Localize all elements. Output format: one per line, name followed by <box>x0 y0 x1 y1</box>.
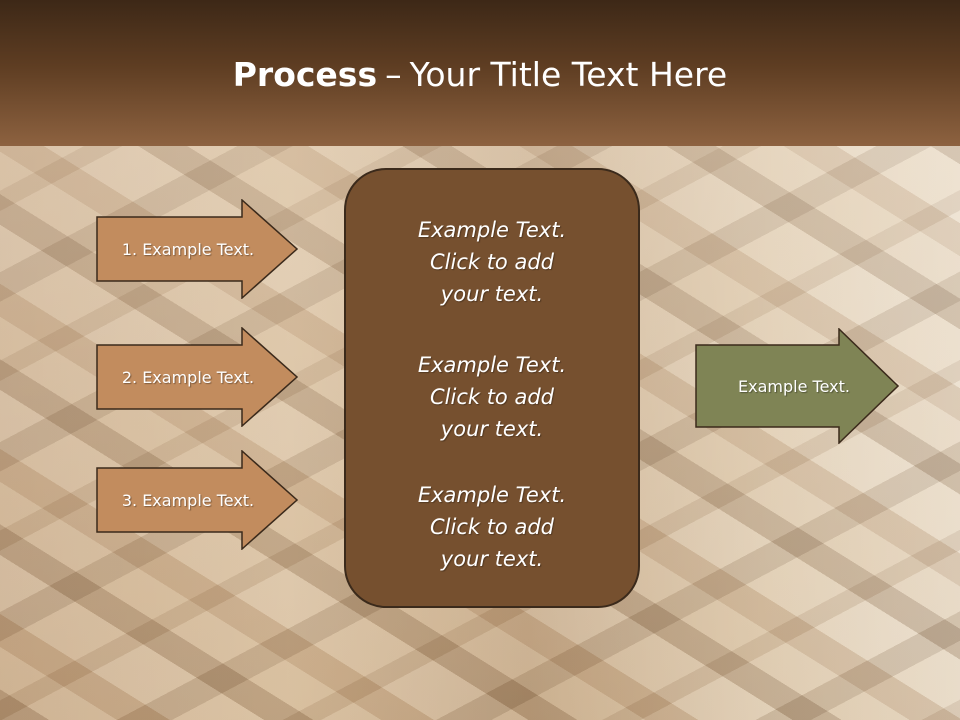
center-line: Click to add <box>429 385 554 409</box>
arrow-shape-icon <box>96 199 298 299</box>
step-label: 1. Example Text. <box>121 239 255 259</box>
center-line: Example Text. <box>417 218 567 242</box>
center-line: your text. <box>440 547 544 571</box>
center-line: Example Text. <box>417 353 567 377</box>
result-arrow[interactable]: Example Text. <box>695 328 899 444</box>
title-rest: Your Title Text Here <box>409 55 728 94</box>
arrow-shape-icon <box>695 328 899 444</box>
slide-title[interactable]: Process–Your Title Text Here <box>0 52 960 98</box>
center-line: your text. <box>440 282 544 306</box>
arrow-shape-icon <box>96 450 298 550</box>
result-label: Example Text. <box>738 376 850 396</box>
center-text-block-3: Example Text. Click to add your text. <box>346 479 638 575</box>
center-text-block-2: Example Text. Click to add your text. <box>346 349 638 445</box>
step-label: 3. Example Text. <box>121 490 255 510</box>
step-arrow-1[interactable]: 1. Example Text. <box>96 199 298 299</box>
center-text-block-1: Example Text. Click to add your text. <box>346 214 638 310</box>
center-line: Click to add <box>429 515 554 539</box>
center-line: your text. <box>440 417 544 441</box>
center-text-box[interactable]: Example Text. Click to add your text. Ex… <box>344 168 640 608</box>
title-bar: Process–Your Title Text Here <box>0 0 960 146</box>
center-line: Example Text. <box>417 483 567 507</box>
title-dash: – <box>385 55 402 94</box>
center-line: Click to add <box>429 250 554 274</box>
title-bold: Process <box>232 55 378 94</box>
step-arrow-2[interactable]: 2. Example Text. <box>96 327 298 427</box>
arrow-shape-icon <box>96 327 298 427</box>
step-label: 2. Example Text. <box>121 367 255 387</box>
step-arrow-3[interactable]: 3. Example Text. <box>96 450 298 550</box>
